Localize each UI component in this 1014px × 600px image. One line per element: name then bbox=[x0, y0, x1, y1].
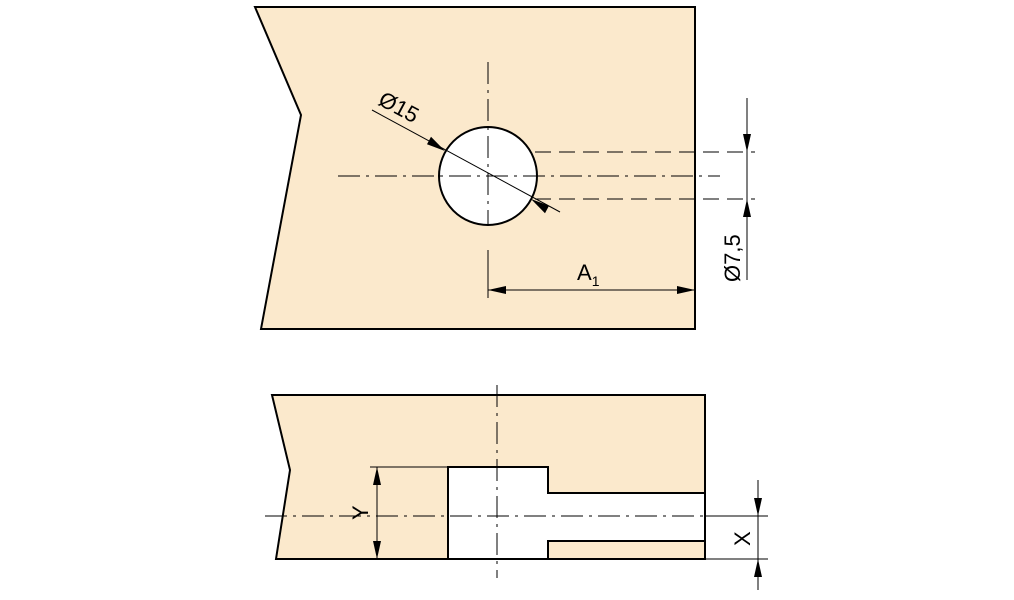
pin-diameter-arrow-lower bbox=[743, 199, 751, 217]
bore-diameter-arrow-upper bbox=[427, 136, 445, 151]
bore-diameter-arrow-lower bbox=[531, 199, 549, 214]
height-arrow-lower bbox=[754, 559, 762, 577]
side-view: Y X bbox=[265, 385, 768, 590]
offset-arrow-left bbox=[488, 286, 506, 294]
depth-arrow-upper bbox=[373, 467, 381, 485]
offset-label-main: A bbox=[577, 260, 592, 285]
depth-label: Y bbox=[348, 505, 373, 520]
stepped-bore-cavity bbox=[447, 466, 706, 560]
offset-label-subscript: 1 bbox=[592, 273, 600, 289]
height-label: X bbox=[730, 531, 755, 546]
pin-diameter-label: Ø7,5 bbox=[720, 234, 745, 282]
top-view: Ø15 Ø7,5 A1 bbox=[253, 6, 755, 330]
pin-diameter-arrow-upper bbox=[743, 134, 751, 152]
offset-label: A1 bbox=[577, 260, 600, 289]
height-arrow-upper bbox=[754, 498, 762, 516]
bore-diameter-leader bbox=[371, 109, 561, 213]
depth-arrow-lower bbox=[373, 541, 381, 559]
offset-arrow-right bbox=[677, 286, 695, 294]
